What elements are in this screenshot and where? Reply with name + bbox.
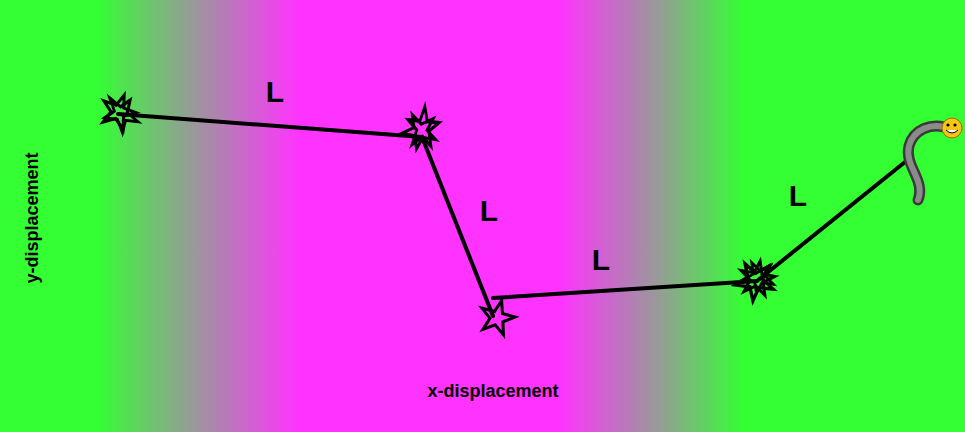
worm-figure (908, 118, 962, 200)
chain-segments (118, 114, 905, 316)
joint-stars (97, 89, 781, 337)
axis-label: x-displacement (427, 382, 558, 400)
joint-star (477, 296, 518, 336)
joint-star (729, 254, 780, 304)
joint-star (739, 255, 782, 298)
joint-star (97, 89, 143, 136)
segment-line (422, 137, 493, 316)
segment-length-label: L (266, 77, 284, 107)
axis-label: y-displacement (23, 152, 41, 283)
segment-length-label: L (592, 245, 610, 275)
joint-star (397, 107, 442, 151)
segment-line (118, 114, 422, 137)
segment-line (493, 281, 757, 298)
segment-length-label: L (789, 181, 807, 211)
segment-line (757, 162, 905, 281)
segment-length-label: L (480, 196, 498, 226)
